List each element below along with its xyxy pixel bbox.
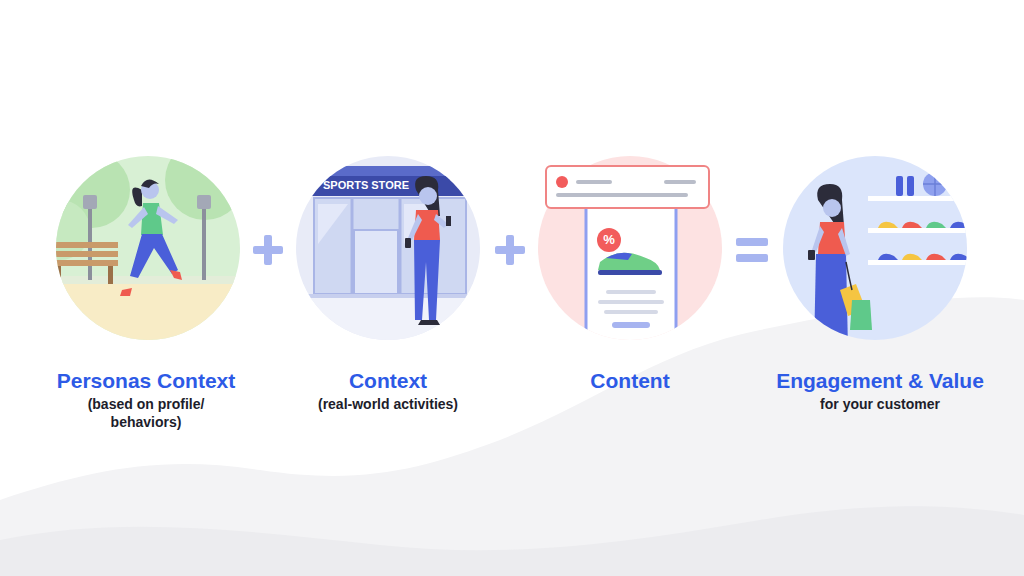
store-scene <box>290 150 490 354</box>
discount-symbol: % <box>597 232 621 247</box>
shopping-scene <box>780 150 980 350</box>
discount-badge <box>597 228 621 252</box>
plus-sign <box>506 235 514 265</box>
equals-sign <box>736 238 768 246</box>
step-subtitle: for your customer <box>780 395 980 413</box>
step-heading: Context <box>273 368 503 393</box>
equals-sign <box>736 254 768 262</box>
step-heading: Content <box>515 368 745 393</box>
step-subtitle: (real-world activities) <box>288 395 488 413</box>
illustrated-step: Content <box>515 156 745 393</box>
store-sign-text: SPORTS STORE <box>316 179 416 192</box>
runner-scene <box>30 140 250 352</box>
phone-figure <box>586 186 676 356</box>
shopper-figure <box>405 176 451 325</box>
step-heading: Personas Context <box>26 368 266 393</box>
operator-symbols <box>253 235 768 265</box>
background-wave <box>0 506 1024 576</box>
illustrated-step: Personas Context(based on profile/ behav… <box>26 156 266 431</box>
plus-sign <box>264 235 272 265</box>
step-subtitle: (based on profile/ behaviors) <box>76 395 216 431</box>
step-heading: Engagement & Value <box>750 368 1010 393</box>
illustrated-step: Context (real-world activities) <box>273 156 503 413</box>
notification-card <box>546 166 709 208</box>
illustrated-step: Engagement & Value for your customer <box>750 156 1010 413</box>
